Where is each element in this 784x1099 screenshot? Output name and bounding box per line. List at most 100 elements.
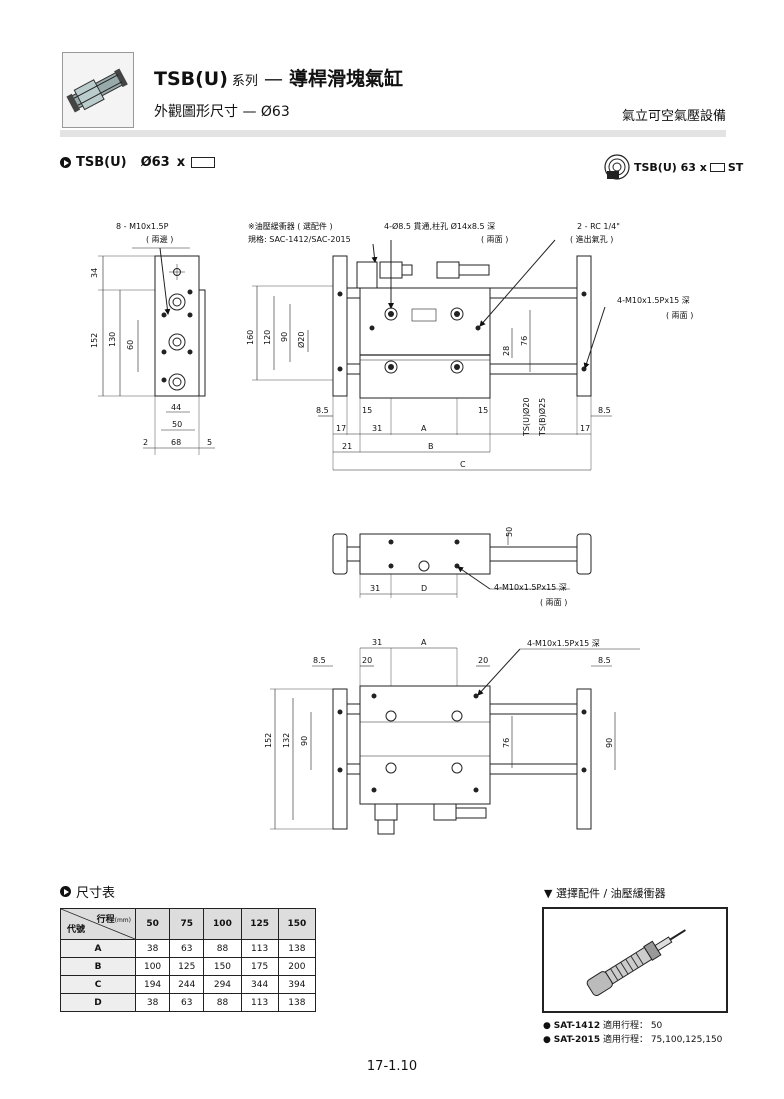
table-cell: 394 — [277, 975, 317, 994]
page-number: 17-1.10 — [366, 1059, 418, 1074]
accessory-text-1: 適用行程： 50 — [602, 1021, 663, 1031]
stroke-label: 行程 — [96, 915, 115, 925]
table-cell: 194 — [134, 975, 171, 994]
dim-phi20: Ø20 — [296, 332, 306, 348]
dim-D: D — [421, 584, 427, 593]
dim-60: 60 — [126, 340, 135, 350]
model-x: x — [176, 155, 186, 170]
col-header: 75 — [169, 908, 205, 940]
dim-C: C — [460, 460, 466, 469]
tap-right-note: ( 兩面 ) — [666, 311, 693, 320]
model-bore: Ø63 — [140, 155, 170, 170]
table-cell: 200 — [277, 957, 317, 976]
side-view: 8 - M10x1.5P ( 兩邊 ) 34 152 130 60 44 50 … — [90, 222, 215, 455]
table-cell: 150 — [203, 957, 242, 976]
dimension-table: 行程(mm) 代號 50 75 100 125 150 A 38 63 88 1… — [60, 908, 317, 1012]
dim-8-5-d: 8.5 — [598, 656, 611, 665]
table-title-text: 尺寸表 — [76, 886, 116, 901]
buffer-option-icon — [604, 154, 630, 180]
rc-label: 2 - RC 1/4" — [577, 222, 620, 231]
accessory-note-1: ● SAT-1412 適用行程： 50 — [543, 1018, 662, 1031]
dim-68: 68 — [171, 438, 181, 447]
table-cell: 344 — [240, 975, 279, 994]
dim-17-a: 17 — [336, 424, 346, 433]
top-view: 4-M10x1.5Px15 深 ( 兩面 ) 50 31 D — [332, 527, 592, 607]
table-cell: 88 — [203, 939, 242, 958]
dim-90: 90 — [280, 332, 289, 342]
table-cell: 138 — [277, 939, 317, 958]
table-cell: 138 — [277, 993, 317, 1012]
st-suffix: ST — [727, 160, 744, 174]
company-name: 氣立可空氣壓設備 — [621, 109, 726, 124]
table-cell: 100 — [134, 957, 171, 976]
bottom-view: 4-M10x1.5Px15 深 31 A 8.5 20 20 8.5 152 1… — [264, 638, 640, 835]
dim-15-a: 15 — [362, 406, 372, 415]
table-cell: 175 — [240, 957, 279, 976]
dim-31-b: 31 — [370, 584, 380, 593]
tap-left-label: 8 - M10x1.5P — [116, 222, 169, 231]
dim-8-5-c: 8.5 — [313, 656, 326, 665]
accessory-model-1: SAT-1412 — [553, 1021, 601, 1031]
dim-130: 130 — [108, 332, 117, 347]
col-header: 150 — [277, 908, 317, 940]
dim-17-b: 17 — [580, 424, 590, 433]
rc-note: ( 進出氣孔 ) — [570, 234, 613, 244]
table-cell: 125 — [169, 957, 205, 976]
dim-21: 21 — [342, 442, 352, 451]
col-header: 100 — [203, 908, 242, 940]
dim-76: 76 — [520, 336, 529, 346]
dim-28: 28 — [502, 346, 511, 356]
dim-5: 5 — [207, 438, 212, 447]
bullet-icon — [60, 157, 71, 168]
row-code: C — [60, 975, 136, 994]
title-model: TSB(U) — [154, 68, 228, 90]
model-label: TSB(U) — [76, 155, 127, 170]
table-cell: 244 — [169, 975, 205, 994]
buffer-spec: 規格: SAC-1412/SAC-2015 — [248, 234, 351, 244]
bullet-icon: ● — [543, 1021, 551, 1031]
table-cell: 113 — [240, 993, 279, 1012]
table-cell: 88 — [203, 993, 242, 1012]
table-cell: 38 — [134, 993, 171, 1012]
dim-31-c: 31 — [372, 638, 382, 647]
dim-44: 44 — [171, 403, 181, 412]
model-code-st: TSB(U) 63 x ST — [603, 153, 743, 181]
dim-50-b: 50 — [505, 527, 514, 537]
dim-50: 50 — [172, 420, 182, 429]
product-thumbnail — [62, 52, 134, 128]
table-row: A 38 63 88 113 138 — [60, 939, 317, 958]
dim-120: 120 — [263, 330, 272, 345]
dim-B: B — [428, 442, 434, 451]
dim-152: 152 — [90, 333, 99, 348]
dim-tsu: TS(U)Ø20 — [521, 397, 531, 437]
dim-34: 34 — [90, 268, 99, 278]
bullet-icon: ● — [543, 1035, 551, 1045]
title-name: 導桿滑塊氣缸 — [288, 68, 403, 90]
col-header: 50 — [134, 908, 171, 940]
table-title: 尺寸表 — [60, 882, 115, 901]
accessory-note-2: ● SAT-2015 適用行程： 75,100,125,150 — [543, 1032, 722, 1045]
tap-right-label: 4-M10x1.5Px15 深 — [617, 296, 690, 305]
thru-note: ( 兩面 ) — [481, 235, 508, 244]
dim-160: 160 — [246, 330, 255, 345]
accessory-model-2: SAT-2015 — [553, 1035, 601, 1045]
tap-bottom-label: 4-M10x1.5Px15 深 — [527, 639, 600, 648]
dim-8-5-a: 8.5 — [316, 406, 329, 415]
table-cell: 63 — [169, 993, 205, 1012]
table-corner: 行程(mm) 代號 — [60, 908, 136, 940]
model-code: TSB(U) Ø63 x — [60, 155, 216, 170]
stroke-box — [191, 157, 216, 168]
accessory-title: ▼ 選擇配件 / 油壓緩衝器 — [544, 887, 666, 900]
header-divider — [60, 130, 726, 137]
dim-2: 2 — [143, 438, 148, 447]
table-cell: 294 — [203, 975, 242, 994]
tap-mid-note: ( 兩面 ) — [540, 598, 567, 607]
tap-left-note: ( 兩邊 ) — [146, 234, 173, 244]
dim-15-b: 15 — [478, 406, 488, 415]
dim-90-c: 90 — [605, 738, 614, 748]
table-row: C 194 244 294 344 394 — [60, 975, 317, 994]
dim-31: 31 — [372, 424, 382, 433]
dim-tsb: TS(B)Ø25 — [537, 398, 547, 437]
accessory-text-2: 適用行程： 75,100,125,150 — [602, 1035, 723, 1045]
dim-132: 132 — [282, 733, 291, 748]
